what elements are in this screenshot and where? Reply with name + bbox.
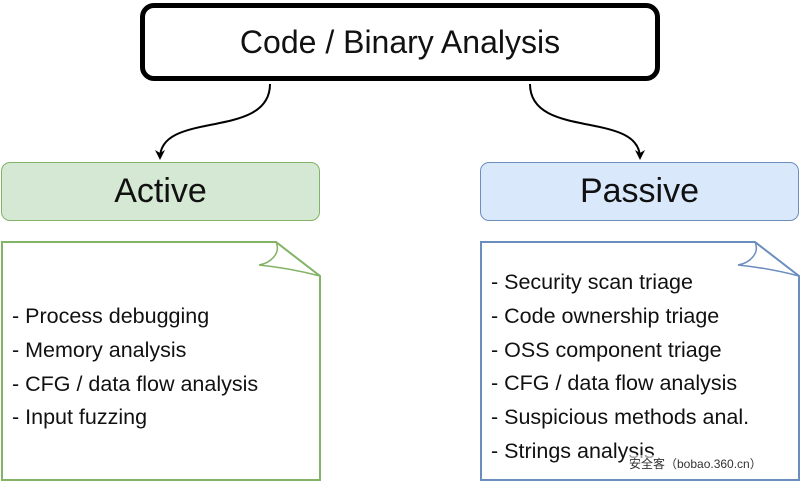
list-item: - Input fuzzing <box>12 405 148 430</box>
list-item: - Code ownership triage <box>491 303 720 328</box>
list-item: - Suspicious methods anal. <box>491 405 750 430</box>
passive-node-label: Passive <box>579 172 700 210</box>
root-node-label: Code / Binary Analysis <box>239 23 561 60</box>
passive-note: - Security scan triage - Code ownership … <box>480 241 800 481</box>
root-node: Code / Binary Analysis <box>140 3 660 81</box>
watermark-text: 安全客（bobao.360.cn） <box>629 455 762 472</box>
active-item-list: - Process debugging - Memory analysis - … <box>12 300 258 435</box>
active-note-shape <box>1 241 321 481</box>
active-node: Active <box>1 162 320 221</box>
list-item: - CFG / data flow analysis <box>491 371 738 396</box>
list-item: - OSS component triage <box>491 337 722 362</box>
edge-root-to-active <box>155 83 271 160</box>
list-item: - CFG / data flow analysis <box>12 371 259 396</box>
passive-item-list: - Security scan triage - Code ownership … <box>491 266 749 469</box>
list-item: - Memory analysis <box>12 337 187 362</box>
list-item: - Process debugging <box>12 304 210 328</box>
list-item: - Security scan triage <box>491 270 693 294</box>
list-item: - Strings analysis <box>491 438 655 463</box>
edge-root-to-passive <box>529 83 645 160</box>
passive-node: Passive <box>480 162 799 221</box>
active-note: - Process debugging - Memory analysis - … <box>1 241 321 481</box>
passive-note-shape <box>480 241 800 481</box>
active-node-label: Active <box>114 172 207 210</box>
